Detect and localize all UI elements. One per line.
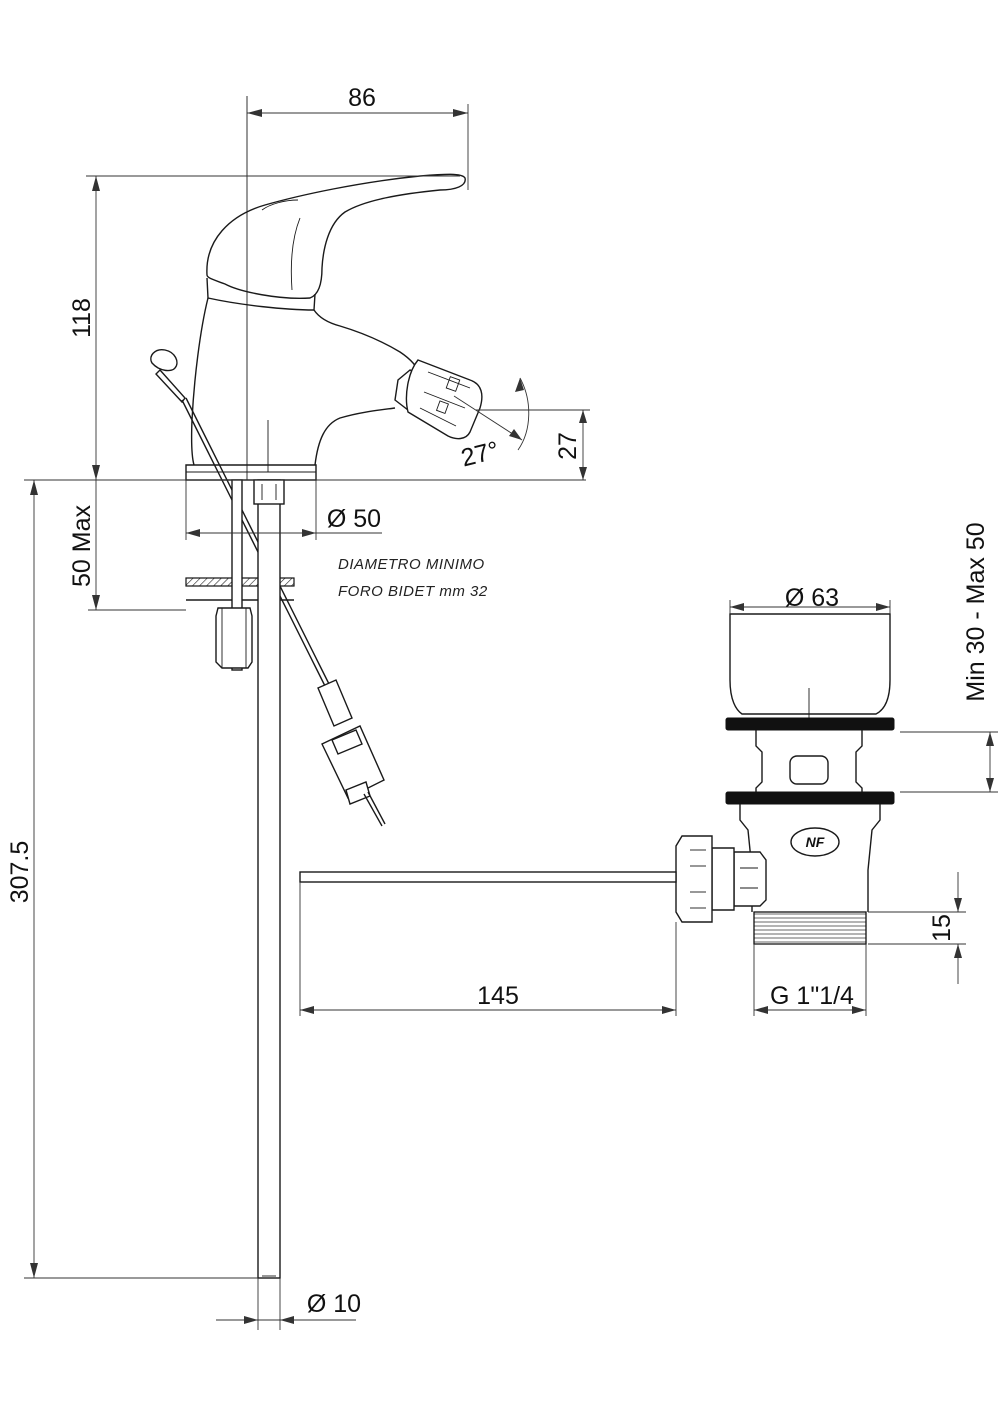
- faucet-body: [185, 173, 483, 481]
- dim-27-degree: 27°: [458, 436, 501, 472]
- dim-27: 27: [554, 432, 582, 460]
- nf-badge-text: NF: [806, 834, 825, 850]
- dim-min-max-range: Min 30 - Max 50: [962, 522, 990, 701]
- dim-15: 15: [928, 914, 956, 942]
- under-deck-assembly: [185, 479, 295, 1279]
- dim-diameter-63: Ø 63: [785, 584, 839, 612]
- note-line-1: DIAMETRO MINIMO: [338, 556, 485, 573]
- installation-note: DIAMETRO MINIMO FORO BIDET mm 32: [338, 556, 488, 600]
- dim-307-5: 307.5: [6, 841, 34, 904]
- dimension-labels: 86 118 27 27° Ø 50 50 Max 307.5 Ø 10 Ø 6…: [6, 84, 990, 1318]
- dim-145: 145: [477, 982, 519, 1010]
- dim-86: 86: [348, 84, 376, 112]
- dim-thread-size: G 1"1/4: [770, 982, 854, 1010]
- note-line-2: FORO BIDET mm 32: [338, 583, 488, 600]
- dim-50-max: 50 Max: [68, 505, 96, 587]
- dimension-lines: [24, 104, 998, 1330]
- dim-118: 118: [68, 298, 96, 338]
- popup-rod: [150, 348, 386, 827]
- dim-diameter-10: Ø 10: [307, 1290, 361, 1318]
- dim-diameter-50: Ø 50: [327, 505, 381, 533]
- drain-assembly: NF: [299, 613, 895, 945]
